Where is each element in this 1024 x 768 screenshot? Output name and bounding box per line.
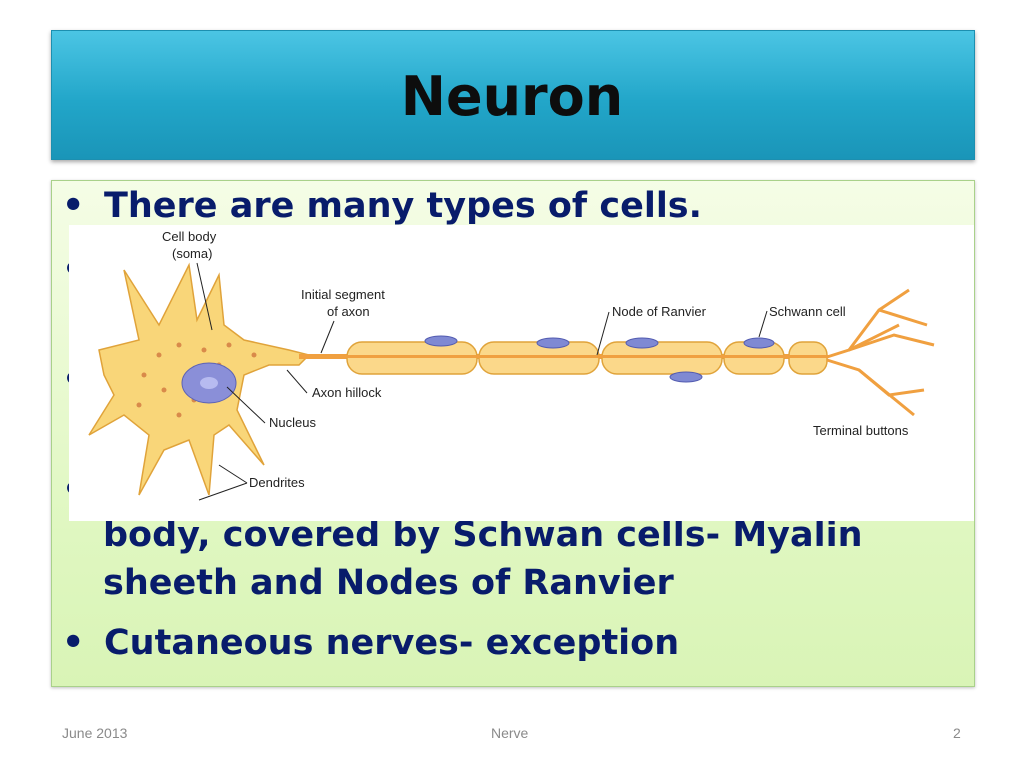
label-soma: (soma)	[172, 246, 212, 261]
label-terminal-buttons: Terminal buttons	[813, 423, 909, 438]
axon-core	[299, 355, 829, 358]
bullet-dot: •	[62, 186, 84, 226]
bullet-text: Cutaneous nerves- exception	[104, 623, 679, 663]
label-initial-segment: Initial segment	[301, 287, 385, 302]
slide-title: Neuron	[0, 62, 1024, 132]
nucleolus	[200, 377, 218, 389]
label-nucleus: Nucleus	[269, 415, 316, 430]
neuron-illustration: Cell body (soma) Initial segment of axon…	[69, 225, 974, 521]
bullet-dot: •	[62, 623, 84, 663]
label-axon-hillock: Axon hillock	[312, 385, 382, 400]
label-of-axon: of axon	[327, 304, 370, 319]
label-node-of-ranvier: Node of Ranvier	[612, 304, 707, 319]
label-dendrites: Dendrites	[249, 475, 305, 490]
bullet-continuation: sheeth and Nodes of Ranvier	[103, 563, 674, 603]
neuron-diagram: Cell body (soma) Initial segment of axon…	[69, 225, 974, 521]
footer-date: June 2013	[62, 725, 127, 741]
label-cell-body: Cell body	[162, 229, 217, 244]
footer-title: Nerve	[491, 725, 528, 741]
label-schwann-cell: Schwann cell	[769, 304, 846, 319]
page-number: 2	[953, 725, 961, 741]
bullet-text: There are many types of cells.	[104, 186, 702, 226]
